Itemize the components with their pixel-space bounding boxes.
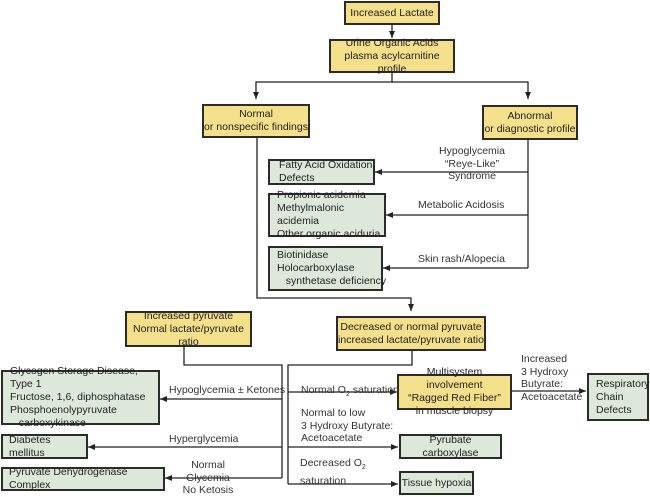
- box-multisystem: Multisystem involvement“Ragged Red Fiber…: [397, 366, 512, 417]
- box-pyruvate-carboxylase: Pyrubate carboxylase: [399, 434, 502, 459]
- label-metabolic-acidosis: Metabolic Acidosis: [418, 199, 505, 211]
- box-fatty-acid-oxidation: Fatty Acid Oxidation Defects: [268, 159, 375, 185]
- left-group-line: [183, 345, 283, 478]
- box-tissue-hypoxia: Tissue hypoxia: [399, 471, 474, 495]
- label-normal-glycemia: Normal Glycemia No Ketosis: [182, 459, 234, 496]
- edge-urine-split: [253, 73, 393, 99]
- right-group-line: [287, 349, 413, 484]
- label-normal-to-low: Normal to low 3 Hydroxy Butyrate: Acetoa…: [301, 407, 394, 444]
- box-pyruvate-dehydrogenase: Pyruvate Dehydrogenase Complex: [1, 466, 165, 491]
- label-increased-hydroxybutyrate: Increased 3 Hydroxy Butyrate: Acetoaceta…: [521, 353, 583, 403]
- box-increased-lactate: Increased Lactate: [344, 1, 440, 25]
- edge-normal-to-decreased: [256, 137, 414, 311]
- label-normal-o2: Normal O2 saturation: [301, 384, 399, 399]
- label-decreased-o2: Decreased O2 saturation: [300, 457, 366, 487]
- label-skin-rash: Skin rash/Alopecia: [418, 253, 505, 265]
- box-diabetes-mellitus: Diabetes mellitus: [1, 434, 88, 459]
- edge-urine-to-abnormal: [392, 81, 531, 99]
- label-hyperglycemia: Hyperglycemia: [169, 433, 239, 445]
- label-hypoglycemia-ketones: Hypoglycemia ± Ketones: [169, 384, 286, 396]
- label-hypoglycemia-reye: Hypoglycemia “Reye-Like” Syndrome: [439, 145, 505, 182]
